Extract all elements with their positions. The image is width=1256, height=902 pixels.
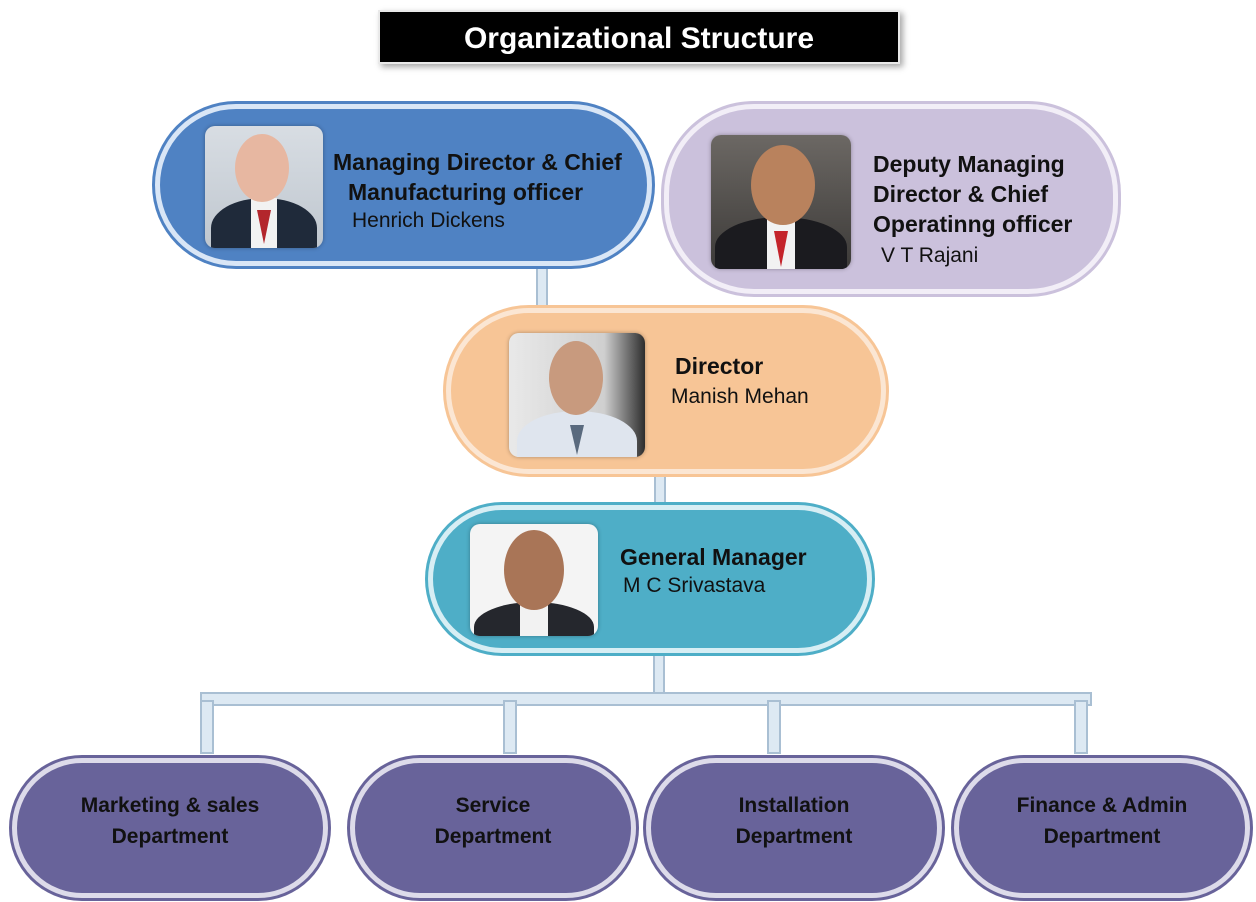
- director-role: Director: [675, 353, 764, 379]
- connector-drop-installation: [767, 700, 781, 754]
- chart-title: Organizational Structure: [378, 10, 900, 64]
- department-finance-admin-line1: Finance & Admin: [1016, 794, 1188, 817]
- managing-director-role: Managing Director & Chief Manufacturing …: [333, 147, 622, 207]
- deputy-managing-director-role-line2: Director & Chief: [873, 181, 1049, 207]
- connector-md-director: [536, 258, 548, 314]
- deputy-managing-director-role-line3: Operatinng officer: [873, 211, 1073, 237]
- department-marketing-sales-line1: Marketing & sales: [80, 794, 260, 817]
- general-manager-photo: [470, 524, 598, 636]
- node-director: Director Manish Mehan: [446, 308, 886, 474]
- node-deputy-managing-director: Deputy Managing Director & Chief Operati…: [664, 104, 1118, 294]
- connector-bus: [200, 692, 1092, 706]
- department-marketing-sales-line2: Department: [111, 825, 229, 848]
- department-finance-admin-line2: Department: [1043, 825, 1161, 848]
- deputy-managing-director-role-line1: Deputy Managing: [873, 151, 1065, 177]
- connector-drop-service: [503, 700, 517, 754]
- deputy-managing-director-photo: [711, 135, 851, 269]
- managing-director-name: Henrich Dickens: [352, 209, 505, 232]
- deputy-managing-director-role: Deputy Managing Director & Chief Operati…: [873, 149, 1072, 239]
- department-finance-admin: Finance & Admin Department: [954, 758, 1250, 898]
- director-name: Manish Mehan: [671, 385, 809, 408]
- department-installation-line1: Installation: [738, 794, 850, 817]
- department-marketing-sales: Marketing & sales Department: [12, 758, 328, 898]
- connector-drop-finance: [1074, 700, 1088, 754]
- general-manager-name: M C Srivastava: [623, 574, 766, 597]
- department-installation-line2: Department: [735, 825, 853, 848]
- department-service-line2: Department: [434, 825, 552, 848]
- connector-drop-marketing: [200, 700, 214, 754]
- connector-director-gm: [654, 468, 666, 510]
- deputy-managing-director-name: V T Rajani: [881, 244, 979, 267]
- node-general-manager: General Manager M C Srivastava: [428, 505, 872, 653]
- node-managing-director: Managing Director & Chief Manufacturing …: [155, 104, 652, 266]
- department-service-line1: Service: [455, 794, 531, 817]
- managing-director-role-line1: Managing Director & Chief: [333, 149, 622, 175]
- general-manager-role: General Manager: [620, 544, 807, 570]
- department-service: Service Department: [350, 758, 636, 898]
- connector-gm-bus: [653, 648, 665, 698]
- director-photo: [509, 333, 645, 457]
- department-installation: Installation Department: [646, 758, 942, 898]
- managing-director-photo: [205, 126, 323, 248]
- managing-director-role-line2: Manufacturing officer: [348, 179, 584, 205]
